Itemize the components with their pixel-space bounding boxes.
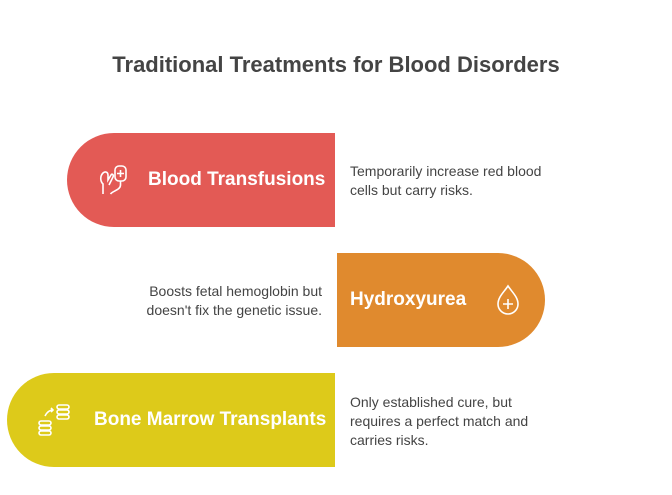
desc-line: Only established cure, but (350, 394, 512, 410)
iv-bag-icon (93, 160, 133, 200)
page-title: Traditional Treatments for Blood Disorde… (112, 52, 560, 77)
hydroxyurea-label: Hydroxyurea (350, 289, 467, 310)
desc-line: requires a perfect match and (350, 413, 529, 429)
bone-marrow-label: Bone Marrow Transplants (94, 409, 327, 430)
bone-marrow-desc: Only established cure, but requires a pe… (350, 393, 528, 450)
desc-line: carries risks. (350, 432, 429, 448)
hydroxyurea-desc: Boosts fetal hemoglobin but doesn't fix … (100, 282, 322, 320)
desc-line: doesn't fix the genetic issue. (146, 302, 322, 318)
desc-line: Temporarily increase red blood (350, 163, 542, 179)
bone-marrow-card: Bone Marrow Transplants (7, 373, 335, 467)
hydroxyurea-card: Hydroxyurea (337, 253, 545, 347)
desc-line: cells but carry risks. (350, 182, 473, 198)
blood-drop-plus-icon (488, 280, 528, 320)
blood-transfusions-desc: Temporarily increase red blood cells but… (350, 162, 541, 200)
desc-line: Boosts fetal hemoglobin but (149, 283, 322, 299)
blood-transfusions-label: Blood Transfusions (148, 169, 326, 190)
transplant-icon (34, 400, 74, 440)
blood-transfusions-card: Blood Transfusions (67, 133, 335, 227)
